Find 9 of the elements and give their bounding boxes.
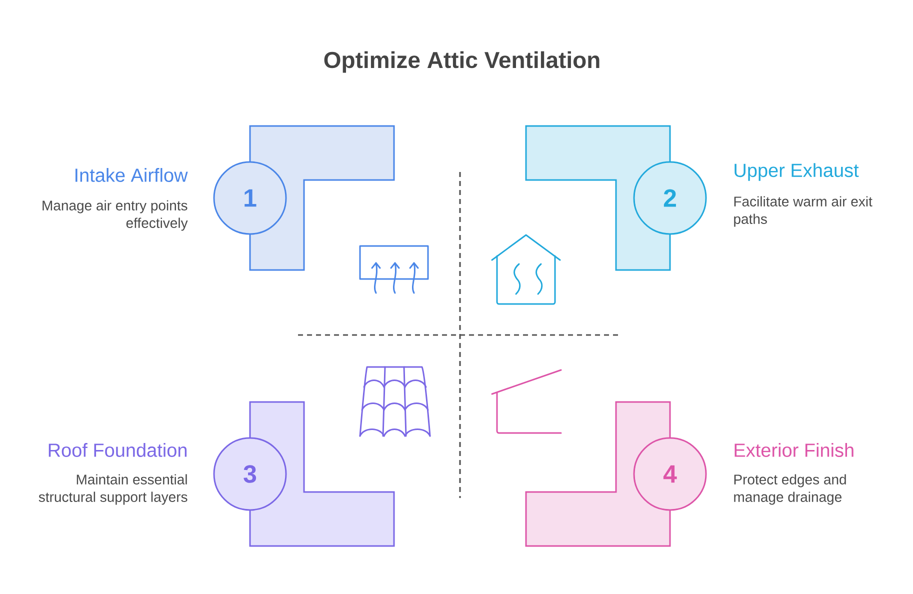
description: Manage air entry points effectively [42,200,188,231]
heading: Roof Foundation [48,443,187,457]
description: Facilitate warm air exit paths [734,196,872,227]
heading: Exterior Finish [734,443,854,457]
heading: Upper Exhaust [734,163,859,181]
description: Maintain essential structural support layers [38,474,188,505]
heading: Intake Airflow [76,168,188,182]
title: Optimize Attic Ventilation [324,51,600,73]
description: Protect edges and manage drainage [734,474,846,505]
